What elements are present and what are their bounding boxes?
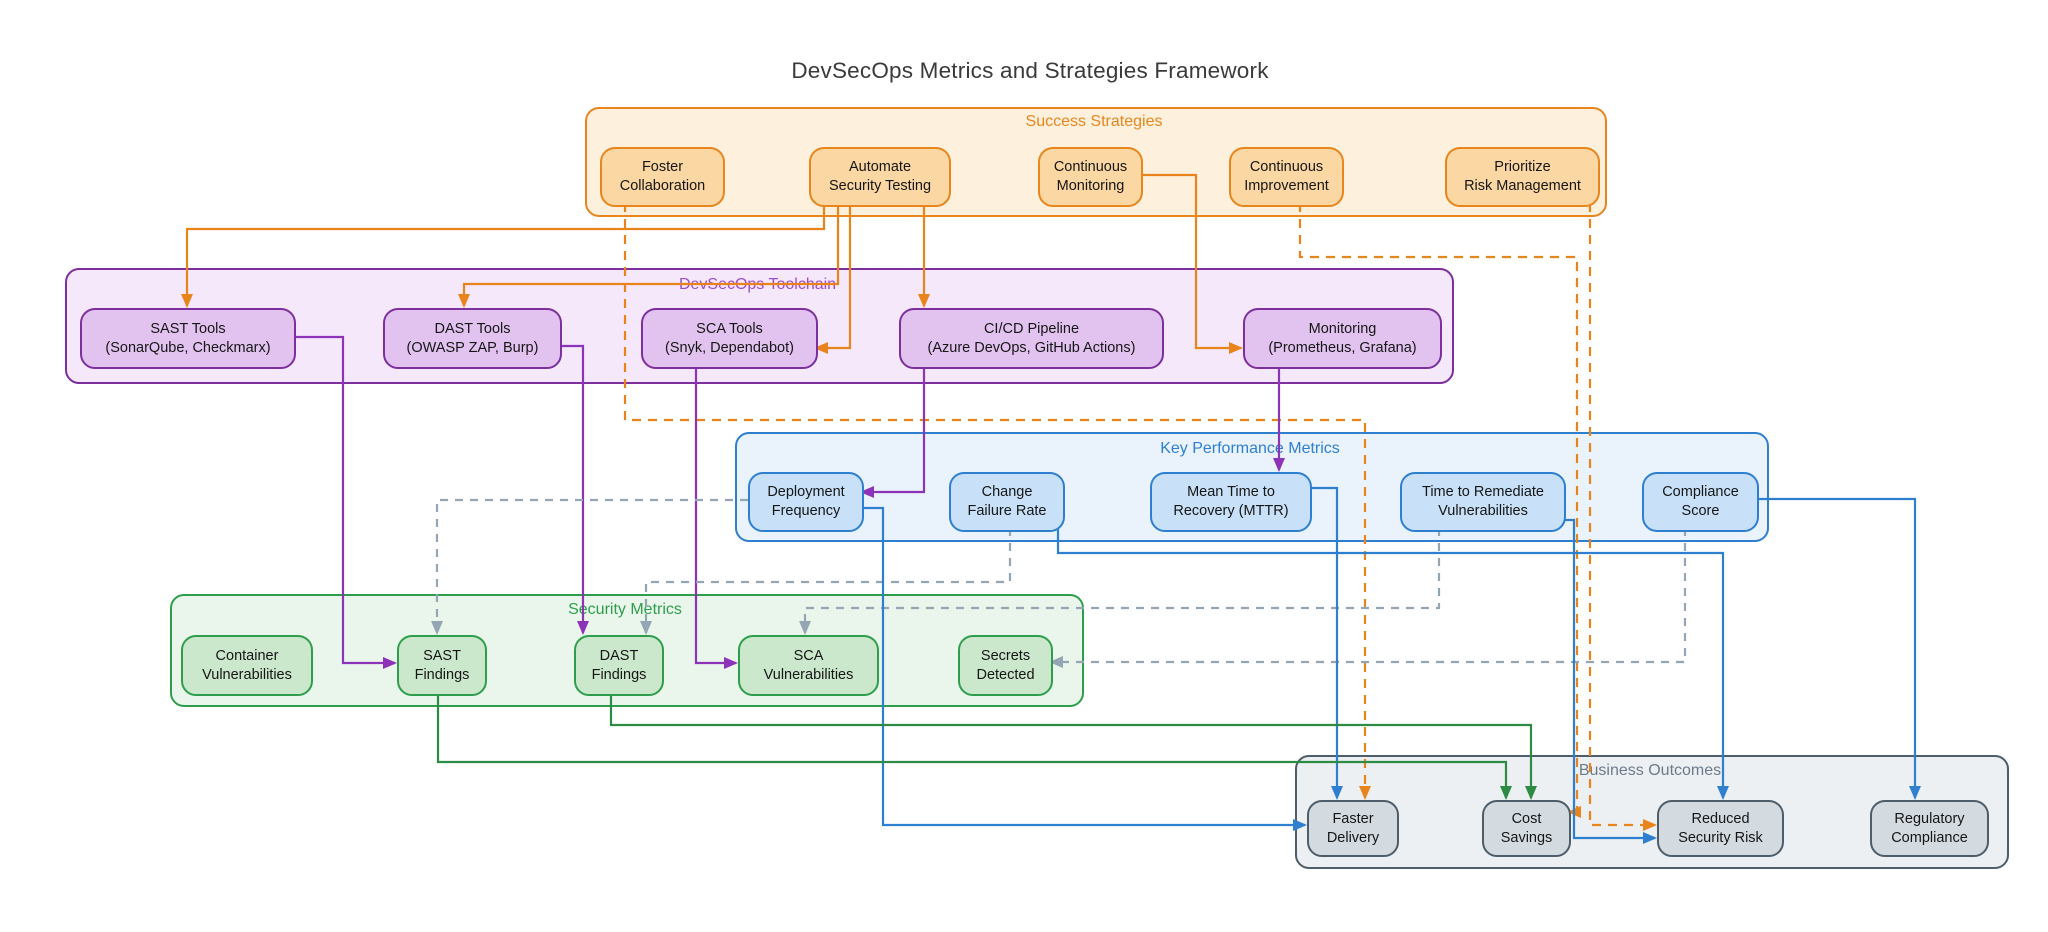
node-monitoring: Monitoring (Prometheus, Grafana) — [1243, 308, 1442, 369]
node-cicd-pipeline: CI/CD Pipeline (Azure DevOps, GitHub Act… — [899, 308, 1164, 369]
node-reduced-security-risk: Reduced Security Risk — [1657, 800, 1784, 857]
node-secrets-detected: Secrets Detected — [958, 635, 1053, 696]
node-prioritize-risk-management: Prioritize Risk Management — [1445, 147, 1600, 207]
node-time-to-remediate-vulnerabilities: Time to Remediate Vulnerabilities — [1400, 472, 1566, 532]
cluster-label-success-strategies: Success Strategies — [1025, 113, 1163, 130]
node-deployment-frequency: Deployment Frequency — [748, 472, 864, 532]
node-sast-tools: SAST Tools (SonarQube, Checkmarx) — [80, 308, 296, 369]
node-compliance-score: Compliance Score — [1642, 472, 1759, 532]
cluster-label-key-performance-metrics: Key Performance Metrics — [1160, 440, 1340, 457]
edge-compliance-score-regulatory-compliance — [1755, 497, 1921, 800]
cluster-label-business-outcomes: Business Outcomes — [1578, 762, 1722, 779]
page-title: DevSecOps Metrics and Strategies Framewo… — [791, 58, 1269, 83]
node-faster-delivery: Faster Delivery — [1307, 800, 1399, 857]
node-dast-findings: DAST Findings — [574, 635, 664, 696]
node-regulatory-compliance: Regulatory Compliance — [1870, 800, 1989, 857]
node-continuous-monitoring: Continuous Monitoring — [1038, 147, 1143, 207]
edge-compliance-score-secrets-detected — [1049, 528, 1687, 668]
node-continuous-improvement: Continuous Improvement — [1229, 147, 1344, 207]
cluster-label-security-metrics: Security Metrics — [568, 601, 682, 618]
cluster-label-devsecops-toolchain: DevSecOps Toolchain — [678, 276, 837, 293]
node-automate-security-testing: Automate Security Testing — [809, 147, 951, 207]
node-change-failure-rate: Change Failure Rate — [949, 472, 1065, 532]
node-foster-collaboration: Foster Collaboration — [600, 147, 725, 207]
node-sast-findings: SAST Findings — [397, 635, 487, 696]
node-sca-tools: SCA Tools (Snyk, Dependabot) — [641, 308, 818, 369]
edge-dast-tools-dast-findings — [558, 344, 589, 635]
node-cost-savings: Cost Savings — [1482, 800, 1571, 857]
node-dast-tools: DAST Tools (OWASP ZAP, Burp) — [383, 308, 562, 369]
node-mean-time-to-recovery: Mean Time to Recovery (MTTR) — [1150, 472, 1312, 532]
node-container-vulnerabilities: Container Vulnerabilities — [181, 635, 313, 696]
node-sca-vulnerabilities: SCA Vulnerabilities — [738, 635, 879, 696]
